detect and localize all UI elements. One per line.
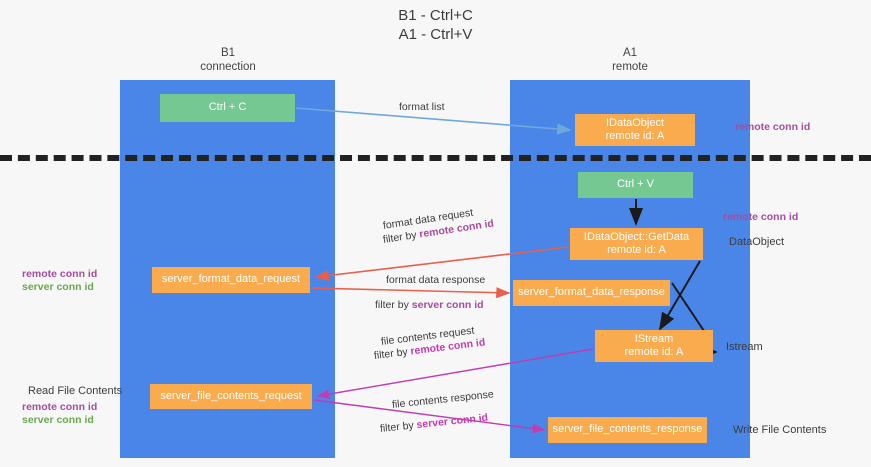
node-server-file-contents-request[interactable]: server_file_contents_request [150,384,312,409]
lane-header-a1: A1 remote [540,46,720,74]
node-getdata-sub: remote id: A [607,244,666,256]
lane-header-b1-name: B1 [220,47,236,59]
label-dataobject: DataObject [729,236,785,248]
node-idataobject[interactable]: IDataObject remote id: A [575,114,695,146]
node-istream[interactable]: IStream remote id: A [595,330,713,362]
node-idataobject-label: IDataObject [605,116,665,129]
node-server-file-contents-request-label: server_file_contents_request [160,389,302,402]
label-left-conn-ids-bottom: remote conn id server conn id [22,401,97,427]
edge-filter-prefix-4: filter by [379,419,418,435]
node-idataobject-sub: remote id: A [605,130,665,142]
page-title: B1 - Ctrl+C A1 - Ctrl+V [0,6,871,44]
title-line-2: A1 - Ctrl+V [398,26,473,43]
lane-header-a1-sub: remote [612,61,648,73]
lane-header-b1: B1 connection [150,46,306,74]
node-ctrl-v-label: Ctrl + V [617,178,654,191]
edge-label-format-data-response-filter: filter by server conn id [375,299,484,311]
edge-filter-key-4: server conn id [415,411,489,432]
node-server-format-data-request[interactable]: server_format_data_request [152,267,310,293]
node-ctrl-c-label: Ctrl + C [208,101,247,114]
label-remote-conn-id-top-text: remote conn id [735,121,811,133]
edge-label-file-contents-response-filter: filter by server conn id [379,412,488,435]
label-remote-conn-id-top: remote conn id [735,121,810,134]
label-remote-conn-id-mid: remote conn id [723,211,798,224]
title-line-1: B1 - Ctrl+C [398,7,473,24]
node-server-format-data-response-label: server_format_data_response [518,286,665,299]
label-read-file-contents: Read File Contents [28,385,123,397]
node-idataobject-getdata[interactable]: IDataObject::GetData remote id: A [570,228,703,260]
node-ctrl-v[interactable]: Ctrl + V [578,172,693,198]
phase-divider [0,155,871,161]
node-istream-sub: remote id: A [624,346,684,358]
edge-filter-prefix-2: filter by [375,299,412,311]
node-istream-label: IStream [634,332,674,345]
label-left-remote-conn-id: remote conn id [22,268,98,280]
label-write-file-contents: Write File Contents [733,424,827,436]
label-left-remote-conn-id-2: remote conn id [22,401,98,413]
label-left-conn-ids-top: remote conn id server conn id [22,268,97,294]
node-getdata-label: IDataObject::GetData [583,230,690,243]
label-left-server-conn-id: server conn id [22,281,94,293]
node-ctrl-c[interactable]: Ctrl + C [160,94,295,122]
label-istream: Istream [726,341,763,353]
lane-header-b1-sub: connection [200,61,256,73]
label-left-server-conn-id-2: server conn id [22,414,94,426]
node-server-format-data-response[interactable]: server_format_data_response [513,280,670,306]
edge-label-file-contents-response: file contents response [391,388,495,411]
edge-label-format-list: format list [399,101,445,113]
edge-filter-prefix-3: filter by [373,345,412,362]
edge-label-format-data-response: format data response [386,274,486,286]
edge-filter-key-2: server conn id [411,299,484,311]
lane-header-a1-name: A1 [622,47,638,59]
label-remote-conn-id-mid-text: remote conn id [723,211,799,223]
node-server-file-contents-response[interactable]: server_file_contents_response [548,417,707,443]
node-server-file-contents-response-label: server_file_contents_response [552,423,703,436]
node-server-format-data-request-label: server_format_data_request [161,273,301,286]
